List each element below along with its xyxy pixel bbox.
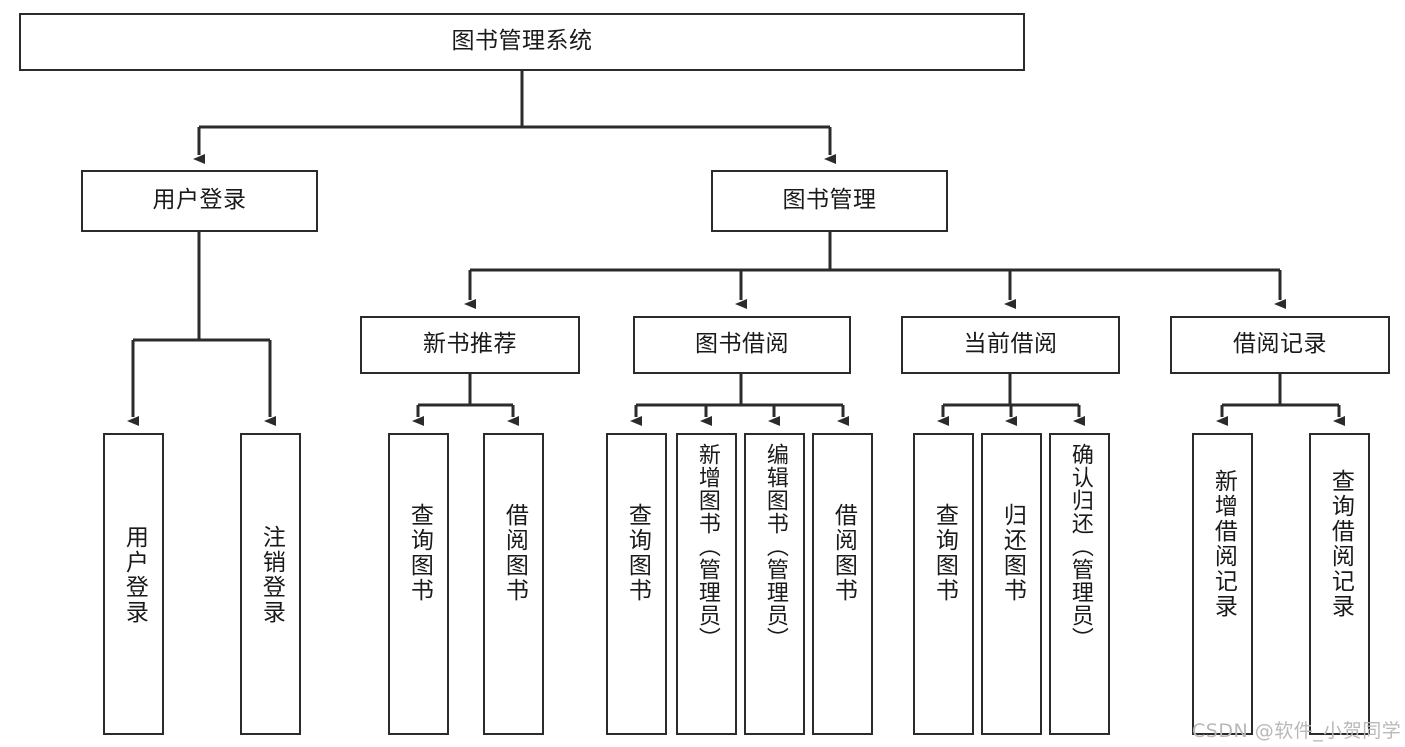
node-label: 编辑图书（管理员） xyxy=(762,443,788,650)
node-label: 当前借阅 xyxy=(963,331,1058,358)
node-leaf-query-book-3[interactable]: 查询图书 xyxy=(913,433,974,735)
edge-group-book-borrow xyxy=(630,374,849,426)
watermark-text: CSDN @软件_小贺同学 xyxy=(1192,720,1402,742)
edge-group-root xyxy=(193,71,836,164)
node-label: 查询借阅记录 xyxy=(1327,469,1354,619)
node-label: 借阅图书 xyxy=(501,503,528,603)
node-leaf-add-borrow-record[interactable]: 新增借阅记录 xyxy=(1192,433,1253,735)
node-user-login[interactable]: 用户登录 xyxy=(81,170,318,232)
node-leaf-borrow-book-2[interactable]: 借阅图书 xyxy=(812,433,873,735)
node-label: 用户登录 xyxy=(152,187,247,214)
node-label: 注销登录 xyxy=(258,525,285,625)
node-label: 查询图书 xyxy=(406,503,433,603)
node-label: 确认归还（管理员） xyxy=(1067,443,1093,650)
node-leaf-user-login[interactable]: 用户登录 xyxy=(103,433,164,735)
node-leaf-query-book-2[interactable]: 查询图书 xyxy=(606,433,667,735)
node-leaf-borrow-book-1[interactable]: 借阅图书 xyxy=(483,433,544,735)
node-book-management[interactable]: 图书管理 xyxy=(711,170,948,232)
node-label: 借阅记录 xyxy=(1233,331,1327,358)
node-leaf-add-book-admin[interactable]: 新增图书（管理员） xyxy=(676,433,737,735)
node-book-management-system[interactable]: 图书管理系统 xyxy=(19,13,1025,71)
node-leaf-query-book-1[interactable]: 查询图书 xyxy=(388,433,449,735)
node-label: 查询图书 xyxy=(624,503,651,603)
node-label: 新增借阅记录 xyxy=(1210,469,1237,619)
node-leaf-query-borrow-record[interactable]: 查询借阅记录 xyxy=(1309,433,1370,735)
node-leaf-return-book[interactable]: 归还图书 xyxy=(981,433,1042,735)
node-label: 借阅图书 xyxy=(830,503,857,603)
node-label: 用户登录 xyxy=(121,525,148,625)
edge-group-new-book-recommend xyxy=(412,374,519,426)
node-label: 查询图书 xyxy=(931,503,958,603)
edge-group-book-management xyxy=(464,232,1286,309)
node-label: 归还图书 xyxy=(999,503,1026,603)
node-book-borrow[interactable]: 图书借阅 xyxy=(633,316,851,374)
edge-group-current-borrow xyxy=(937,374,1085,426)
node-label: 图书借阅 xyxy=(695,331,789,358)
node-label: 新增图书（管理员） xyxy=(694,443,720,650)
edge-group-borrow-record xyxy=(1216,374,1345,426)
node-leaf-logout-login[interactable]: 注销登录 xyxy=(240,433,301,735)
node-current-borrow[interactable]: 当前借阅 xyxy=(901,316,1120,374)
node-new-book-recommend[interactable]: 新书推荐 xyxy=(360,316,580,374)
node-borrow-record[interactable]: 借阅记录 xyxy=(1170,316,1390,374)
node-leaf-edit-book-admin[interactable]: 编辑图书（管理员） xyxy=(744,433,805,735)
edge-group-user-login xyxy=(127,232,276,426)
node-label: 图书管理 xyxy=(782,187,877,214)
node-label: 图书管理系统 xyxy=(451,28,593,55)
node-label: 新书推荐 xyxy=(423,331,517,358)
node-leaf-confirm-return-admin[interactable]: 确认归还（管理员） xyxy=(1049,433,1110,735)
